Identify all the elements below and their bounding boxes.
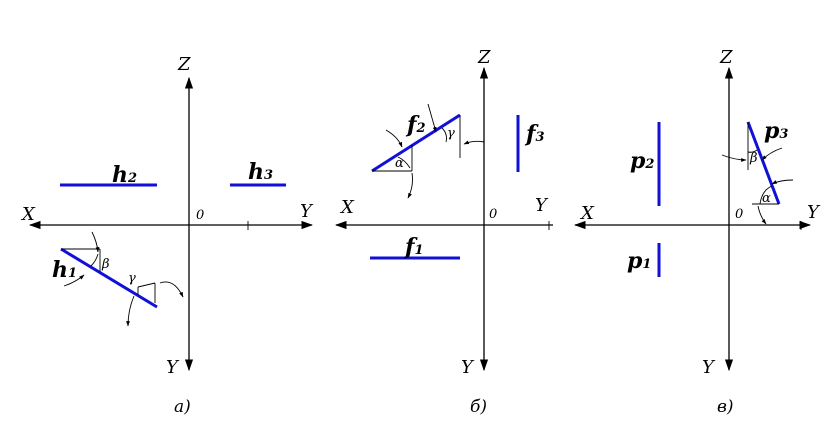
label-p2: p2 bbox=[630, 148, 654, 174]
x-label-c: X bbox=[579, 203, 595, 224]
beta-arc bbox=[90, 253, 99, 267]
line-f2 bbox=[371, 113, 461, 173]
origin-label-a: 0 bbox=[196, 208, 204, 223]
beta-label-a: β bbox=[101, 257, 110, 272]
label-f1: f1 bbox=[403, 234, 424, 260]
panel-a: Z X Y Y 0 h2 h3 h1 β γ а) bbox=[20, 54, 314, 417]
z-label-a: Z bbox=[177, 54, 191, 75]
gamma-line-1 bbox=[137, 282, 156, 288]
beta-arrow-left-c bbox=[721, 154, 747, 162]
y-label-right-a: Y bbox=[300, 201, 314, 222]
gamma-arrow-right-b bbox=[463, 140, 485, 145]
alpha-arc bbox=[397, 156, 411, 169]
beta-arrow-right-c bbox=[761, 147, 783, 161]
gamma-arrow-right bbox=[159, 281, 184, 298]
label-h2: h2 bbox=[112, 162, 137, 188]
line-p3 bbox=[746, 121, 781, 205]
alpha-arrow-down bbox=[407, 172, 413, 199]
gamma-arc-b bbox=[441, 127, 447, 143]
x-label-b: X bbox=[339, 197, 355, 218]
gamma-label-a: γ bbox=[128, 271, 136, 286]
alpha-arc-c bbox=[759, 185, 773, 205]
origin-label-c: 0 bbox=[735, 207, 743, 222]
caption-b: б) bbox=[470, 397, 487, 417]
y-label-right-b: Y bbox=[535, 195, 549, 216]
alpha-label-c: α bbox=[762, 191, 771, 206]
gamma-arrow-down bbox=[126, 295, 135, 327]
label-h1: h1 bbox=[52, 257, 77, 283]
gamma-arrow-top-b bbox=[427, 103, 437, 133]
alpha-arrow-right-c bbox=[771, 179, 794, 185]
x-label-a: X bbox=[20, 204, 36, 225]
caption-a: а) bbox=[174, 397, 191, 417]
label-h3: h3 bbox=[248, 159, 273, 185]
label-p1: p1 bbox=[627, 248, 651, 274]
beta-arrow-left bbox=[63, 274, 85, 287]
beta-arc-c bbox=[747, 149, 758, 153]
gamma-label-b: γ bbox=[447, 126, 455, 141]
z-label-c: Z bbox=[719, 47, 733, 68]
panel-c: Z X Y Y 0 p2 p1 p3 β α в) bbox=[573, 47, 821, 417]
label-f2: f2 bbox=[405, 112, 426, 138]
y-label-down-b: Y bbox=[461, 357, 475, 378]
y-label-down-c: Y bbox=[702, 357, 716, 378]
y-label-down-a: Y bbox=[166, 357, 180, 378]
label-f3: f3 bbox=[524, 121, 545, 147]
line-h1 bbox=[60, 247, 158, 309]
alpha-arrow-top bbox=[385, 129, 403, 148]
caption-c: в) bbox=[717, 397, 734, 417]
beta-arrow-top bbox=[91, 231, 100, 253]
z-label-b: Z bbox=[477, 47, 491, 68]
y-label-right-c: Y bbox=[807, 202, 821, 223]
origin-label-b: 0 bbox=[489, 207, 497, 222]
alpha-label-b: α bbox=[395, 156, 404, 171]
panel-b: Z X Y Y 0 f2 f3 f1 α γ б) bbox=[334, 47, 553, 417]
label-p3: p3 bbox=[764, 118, 788, 144]
alpha-arrow-down-c bbox=[757, 205, 767, 225]
beta-label-c: β bbox=[749, 151, 758, 166]
